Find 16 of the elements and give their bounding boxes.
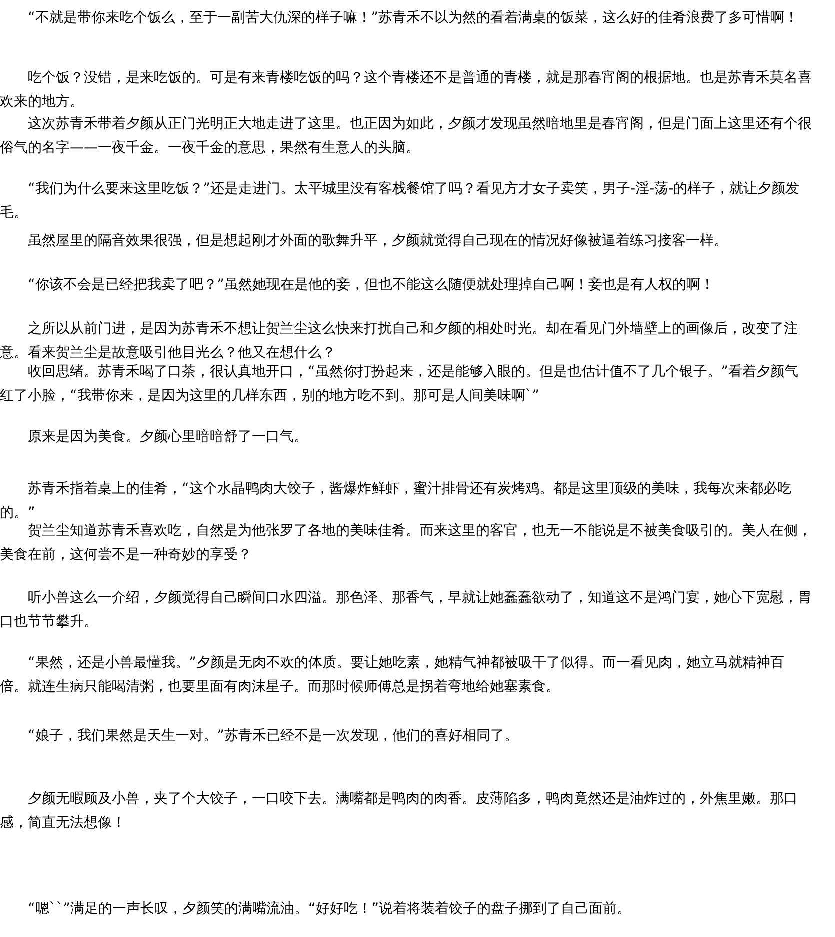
- paragraph: 原来是因为美食。夕颜心里暗暗舒了一口气。: [27, 428, 309, 447]
- paragraph: 收回思绪。苏青禾喝了口茶，很认真地开口，“虽然你打扮起来，还是能够入眼的。但是也估计值不了几个银子。”看着夕颜气红了小脸，“我带你来，是因为这里的几样东西，别的地方吃不到。那可是人间美味啊`”: [0, 363, 800, 406]
- paragraph: “娘子，我们果然是天生一对。”苏青禾已经不是一次发现，他们的喜好相同了。: [27, 727, 520, 746]
- paragraph: 夕颜无暇顾及小兽，夹了个大饺子，一口咬下去。满嘴都是鸭肉的肉香。皮薄陷多，鸭肉竟然还是油炸过的，外焦里嫩。那口感，简直无法想像！: [0, 790, 799, 833]
- paragraph: “我们为什么要来这里吃饭？”还是走进门。太平城里没有客栈餐馆了吗？看见方才女子卖笑，男子-淫-荡-的样子，就让夕颜发毛。: [0, 180, 801, 223]
- paragraph: “果然，还是小兽最懂我。”夕颜是无肉不欢的体质。要让她吃素，她精气神都被吸干了似得。而一看见肉，她立马就精神百倍。就连生病只能喝清粥，也要里面有肉沫星子。而那时候师傅总是拐着弯地给她塞素食。: [0, 654, 786, 697]
- paragraph: 苏青禾指着桌上的佳肴，“这个水晶鸭肉大饺子，酱爆炸鲜虾，蜜汁排骨还有炭烤鸡。都是这里顶级的美味，我每次来都必吃的。”: [0, 480, 792, 523]
- paragraph: 这次苏青禾带着夕颜从正门光明正大地走进了这里。也正因为如此，夕颜才发现虽然暗地里是春宵阁，但是门面上这里还有个很俗气的名字——一夜千金。一夜千金的意思，果然有生意人的头脑。: [0, 115, 812, 158]
- paragraph: “嗯``”满足的一声长叹，夕颜笑的满嘴流油。“好好吃！”说着将装着饺子的盘子挪到了自己面前。: [27, 900, 632, 919]
- paragraph: “你该不会是已经把我卖了吧？”虽然她现在是他的妾，但也不能这么随便就处理掉自己啊！妾也是有人权的啊！: [27, 276, 716, 295]
- paragraph: 之所以从前门进，是因为苏青禾不想让贺兰尘这么快来打扰自己和夕颜的相处时光。却在看见门外墙壁上的画像后，改变了注意。看来贺兰尘是故意吸引他目光么？他又在想什么？: [0, 320, 799, 363]
- paragraph: “不就是带你来吃个饭么，至于一副苦大仇深的样子嘛！”苏青禾不以为然的看着满桌的饭菜，这么好的佳肴浪费了多可惜啊！: [27, 9, 800, 28]
- paragraph: 吃个饭？没错，是来吃饭的。可是有来青楼吃饭的吗？这个青楼还不是普通的青楼，就是那春宵阁的根据地。也是苏青禾莫名喜欢来的地方。: [0, 69, 812, 112]
- paragraph: 贺兰尘知道苏青禾喜欢吃，自然是为他张罗了各地的美味佳肴。而来这里的客官，也无一不能说是不被美食吸引的。美人在侧，美食在前，这何尝不是一种奇妙的享受？: [0, 522, 812, 565]
- paragraph: 听小兽这么一介绍，夕颜觉得自己瞬间口水四溢。那色泽、那香气，早就让她蠢蠢欲动了，知道这不是鸿门宴，她心下宽慰，胃口也节节攀升。: [0, 589, 812, 632]
- paragraph: 虽然屋里的隔音效果很强，但是想起刚才外面的歌舞升平，夕颜就觉得自己现在的情况好像被逼着练习接客一样。: [27, 232, 729, 251]
